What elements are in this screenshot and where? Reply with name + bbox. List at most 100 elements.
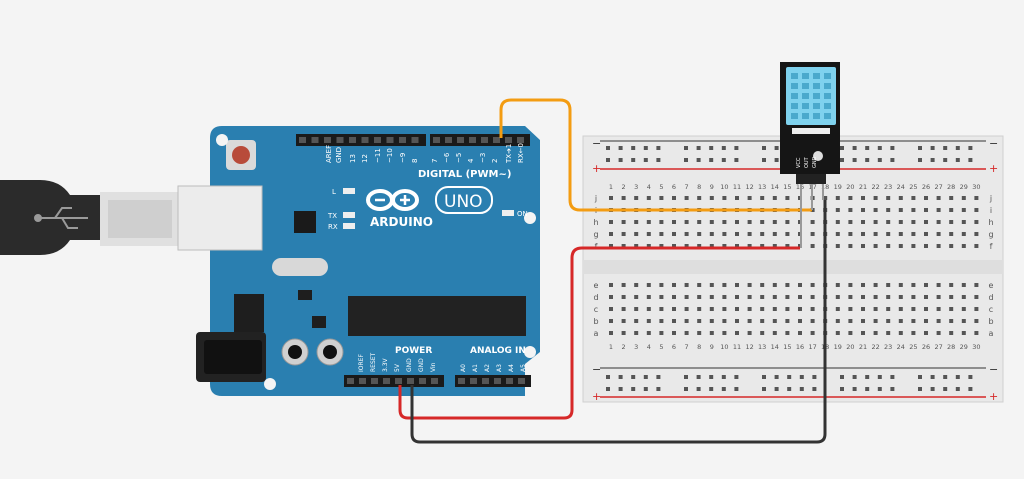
breadboard-hole[interactable]	[835, 319, 840, 323]
breadboard-hole[interactable]	[760, 331, 765, 335]
breadboard-hole[interactable]	[955, 158, 960, 162]
breadboard-hole[interactable]	[835, 244, 840, 248]
breadboard-hole[interactable]	[886, 331, 891, 335]
breadboard-hole[interactable]	[924, 283, 928, 287]
breadboard-hole[interactable]	[621, 220, 626, 224]
breadboard-hole[interactable]	[961, 244, 966, 248]
breadboard-hole[interactable]	[747, 196, 752, 200]
breadboard-hole[interactable]	[684, 295, 689, 299]
breadboard-hole[interactable]	[696, 387, 701, 391]
breadboard-hole[interactable]	[785, 196, 790, 200]
breadboard-hole[interactable]	[943, 387, 948, 391]
breadboard-hole[interactable]	[787, 375, 792, 379]
breadboard-hole[interactable]	[772, 283, 777, 287]
breadboard-hole[interactable]	[886, 295, 891, 299]
breadboard-hole[interactable]	[861, 220, 865, 224]
breadboard-hole[interactable]	[709, 387, 714, 391]
breadboard-hole[interactable]	[684, 307, 689, 311]
breadboard-hole[interactable]	[798, 307, 802, 311]
breadboard-hole[interactable]	[924, 232, 928, 236]
breadboard-hole[interactable]	[735, 307, 739, 311]
breadboard-hole[interactable]	[936, 319, 941, 323]
breadboard-hole[interactable]	[898, 331, 903, 335]
breadboard-hole[interactable]	[709, 319, 714, 323]
breadboard[interactable]: 1122334455667788991010111112121313141415…	[582, 135, 1004, 403]
breadboard-hole[interactable]	[609, 232, 613, 236]
breadboard-hole[interactable]	[936, 196, 941, 200]
breadboard-hole[interactable]	[722, 232, 727, 236]
breadboard-hole[interactable]	[634, 295, 639, 299]
breadboard-hole[interactable]	[949, 208, 954, 212]
breadboard-hole[interactable]	[890, 146, 895, 150]
breadboard-hole[interactable]	[760, 319, 765, 323]
breadboard-hole[interactable]	[606, 387, 610, 391]
breadboard-hole[interactable]	[747, 319, 752, 323]
breadboard-hole[interactable]	[609, 220, 613, 224]
breadboard-hole[interactable]	[684, 375, 688, 379]
breadboard-hole[interactable]	[890, 375, 895, 379]
breadboard-hole[interactable]	[772, 244, 777, 248]
breadboard-hole[interactable]	[873, 319, 878, 323]
breadboard-hole[interactable]	[918, 158, 922, 162]
breadboard-hole[interactable]	[848, 331, 853, 335]
breadboard-hole[interactable]	[798, 319, 802, 323]
breadboard-hole[interactable]	[646, 196, 651, 200]
breadboard-hole[interactable]	[886, 196, 891, 200]
breadboard-hole[interactable]	[609, 196, 613, 200]
breadboard-hole[interactable]	[646, 307, 651, 311]
breadboard-hole[interactable]	[911, 283, 916, 287]
breadboard-hole[interactable]	[709, 220, 714, 224]
breadboard-hole[interactable]	[659, 220, 664, 224]
breadboard-hole[interactable]	[631, 387, 636, 391]
breadboard-hole[interactable]	[735, 283, 739, 287]
breadboard-hole[interactable]	[911, 295, 916, 299]
breadboard-hole[interactable]	[898, 220, 903, 224]
breadboard-hole[interactable]	[672, 220, 676, 224]
breadboard-hole[interactable]	[609, 244, 613, 248]
breadboard-hole[interactable]	[721, 375, 726, 379]
breadboard-hole[interactable]	[961, 232, 966, 236]
breadboard-hole[interactable]	[890, 158, 895, 162]
breadboard-hole[interactable]	[873, 283, 878, 287]
breadboard-hole[interactable]	[672, 295, 676, 299]
breadboard-hole[interactable]	[873, 220, 878, 224]
breadboard-hole[interactable]	[918, 387, 922, 391]
breadboard-hole[interactable]	[772, 295, 777, 299]
breadboard-hole[interactable]	[747, 331, 752, 335]
breadboard-hole[interactable]	[621, 295, 626, 299]
breadboard-hole[interactable]	[747, 307, 752, 311]
breadboard-hole[interactable]	[760, 244, 765, 248]
breadboard-hole[interactable]	[697, 232, 702, 236]
breadboard-hole[interactable]	[810, 295, 815, 299]
breadboard-hole[interactable]	[760, 232, 765, 236]
breadboard-hole[interactable]	[785, 331, 790, 335]
breadboard-hole[interactable]	[861, 307, 865, 311]
breadboard-hole[interactable]	[949, 244, 954, 248]
breadboard-hole[interactable]	[949, 331, 954, 335]
breadboard-hole[interactable]	[873, 208, 878, 212]
breadboard-hole[interactable]	[722, 319, 727, 323]
breadboard-hole[interactable]	[656, 158, 661, 162]
breadboard-hole[interactable]	[709, 158, 714, 162]
breadboard-hole[interactable]	[606, 146, 610, 150]
breadboard-hole[interactable]	[646, 220, 651, 224]
breadboard-hole[interactable]	[646, 244, 651, 248]
breadboard-hole[interactable]	[898, 244, 903, 248]
breadboard-hole[interactable]	[697, 196, 702, 200]
breadboard-hole[interactable]	[823, 196, 828, 200]
breadboard-hole[interactable]	[684, 232, 689, 236]
breadboard-hole[interactable]	[848, 319, 853, 323]
breadboard-hole[interactable]	[968, 387, 973, 391]
breadboard-hole[interactable]	[621, 244, 626, 248]
breadboard-hole[interactable]	[735, 220, 739, 224]
breadboard-hole[interactable]	[621, 232, 626, 236]
breadboard-hole[interactable]	[848, 283, 853, 287]
breadboard-hole[interactable]	[798, 331, 802, 335]
breadboard-hole[interactable]	[735, 319, 739, 323]
breadboard-hole[interactable]	[659, 295, 664, 299]
breadboard-hole[interactable]	[974, 244, 979, 248]
breadboard-hole[interactable]	[886, 319, 891, 323]
breadboard-hole[interactable]	[840, 375, 844, 379]
breadboard-hole[interactable]	[672, 196, 676, 200]
breadboard-hole[interactable]	[722, 307, 727, 311]
